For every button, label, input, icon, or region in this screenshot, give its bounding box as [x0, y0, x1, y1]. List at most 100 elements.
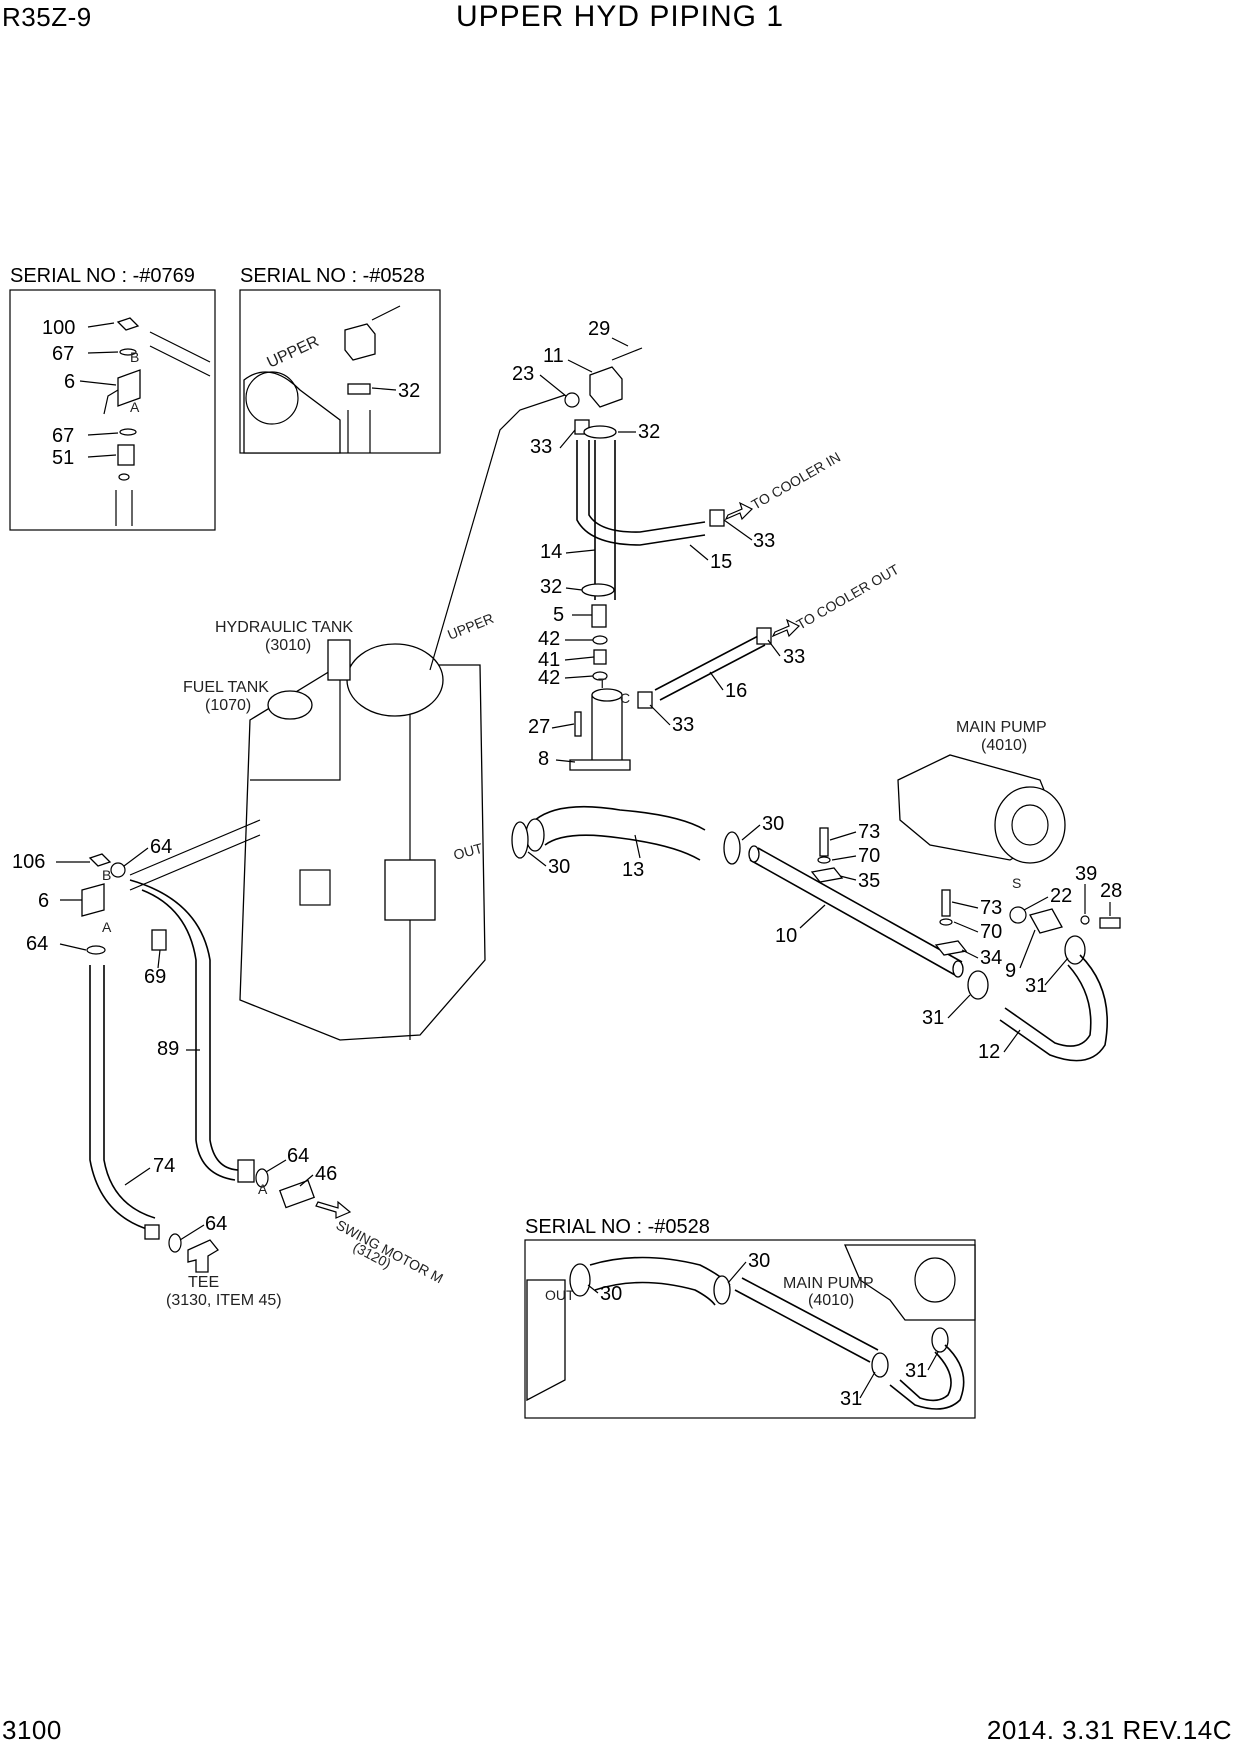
suction-pipe-10: 73 70 35 10 73 70 34	[748, 821, 1002, 1000]
port-b-label: B	[130, 349, 139, 365]
main-pump-label: MAIN PUMP	[956, 719, 1047, 736]
callout-89: 89	[157, 1038, 179, 1060]
leader-line	[371, 387, 397, 391]
callout-73: 73	[858, 821, 880, 843]
block-valve	[117, 369, 141, 407]
bolt-29	[611, 347, 643, 361]
o-ring	[119, 428, 137, 436]
callout-46: 46	[315, 1163, 337, 1185]
outlet-flange	[384, 859, 436, 921]
clamp	[347, 383, 371, 395]
clamp-33	[637, 691, 653, 709]
connector-46	[278, 1179, 316, 1209]
upper-label: UPPER	[445, 610, 496, 643]
main-pump-inset	[844, 1244, 976, 1321]
callout-23: 23	[512, 363, 534, 385]
to-cooler-in-label: TO COOLER IN	[749, 449, 844, 513]
callout-67: 67	[52, 343, 74, 365]
hose-74	[89, 965, 156, 1231]
inset3-frame	[524, 1239, 976, 1419]
o-ring-23	[564, 392, 580, 408]
fitting-69	[151, 929, 167, 951]
port-a-label: A	[130, 399, 140, 415]
clamp-32	[583, 425, 617, 439]
callout-30: 30	[548, 856, 570, 878]
clamp-33	[756, 627, 772, 645]
inset1-frame	[9, 289, 216, 531]
bolt-28	[1099, 917, 1121, 929]
main-pump-area: MAIN PUMP (4010) S 22 39 28 9 31 31 12	[897, 719, 1122, 1063]
adapter-5	[591, 604, 607, 628]
callout-100: 100	[42, 317, 75, 339]
callout-22: 22	[1050, 885, 1072, 907]
callout-27: 27	[528, 716, 550, 738]
page-title: UPPER HYD PIPING 1	[455, 0, 785, 33]
filter-bracket	[569, 759, 631, 771]
clamp-31	[1064, 935, 1086, 965]
leader-lines	[539, 337, 753, 561]
callout-70: 70	[980, 921, 1002, 943]
callout-30: 30	[748, 1250, 770, 1272]
hydraulic-tank-label: HYDRAULIC TANK	[215, 619, 353, 636]
clamp-30	[723, 831, 741, 865]
fuel-tank-label: FUEL TANK	[183, 679, 269, 696]
clamp-30	[511, 821, 529, 859]
callout-32: 32	[638, 421, 660, 443]
to-cooler-out-label: TO COOLER OUT	[794, 561, 903, 633]
main-pump-ref: (4010)	[981, 737, 1027, 754]
bracket-35	[810, 867, 844, 883]
inset2-label: SERIAL NO : -#0528	[240, 265, 425, 287]
o-ring-64	[110, 862, 126, 878]
bolt	[371, 305, 401, 321]
port-t-label: T	[598, 675, 607, 691]
callout-41: 41	[538, 649, 560, 671]
callout-64: 64	[287, 1145, 309, 1167]
callout-31: 31	[905, 1360, 927, 1382]
bolt-27	[574, 711, 582, 737]
callout-13: 13	[622, 859, 644, 881]
hose-end	[525, 818, 545, 852]
callout-33: 33	[753, 530, 775, 552]
callout-31: 31	[1025, 975, 1047, 997]
o-ring-small	[118, 473, 130, 481]
callout-30: 30	[762, 813, 784, 835]
pipe-to-tank	[129, 819, 261, 891]
port-b-label: B	[102, 867, 111, 883]
leader-lines	[587, 1261, 939, 1399]
clamp-30	[713, 1275, 731, 1305]
tank-edge	[250, 665, 341, 781]
tee-fitting	[187, 1239, 219, 1273]
clamp-31	[871, 1352, 889, 1378]
hose-segment	[115, 490, 133, 526]
model-number: R35Z-9	[2, 2, 92, 32]
inset-serial-0528-top: SERIAL NO : -#0528 UPPER 32	[239, 265, 441, 454]
hose-89	[129, 879, 241, 1181]
upper-leader	[429, 394, 566, 671]
bolt-73	[941, 889, 951, 917]
callout-106: 106	[12, 851, 45, 873]
callout-70: 70	[858, 845, 880, 867]
clamp-30	[569, 1263, 591, 1297]
callout-42: 42	[538, 628, 560, 650]
inset-serial-0769: SERIAL NO : -#0769 100 67 6 67 51 B A	[9, 265, 216, 531]
pipe-end	[952, 960, 964, 978]
leader-lines	[56, 847, 314, 1241]
callout-12: 12	[978, 1041, 1000, 1063]
tank-filler-cap	[346, 643, 444, 717]
breather	[327, 639, 351, 681]
o-ring-64	[168, 1233, 182, 1253]
out-label-inset: OUT	[545, 1287, 575, 1303]
port-s-label: S	[1012, 875, 1021, 891]
callout-39: 39	[1075, 863, 1097, 885]
washer-39	[1080, 915, 1090, 925]
callout-5: 5	[553, 604, 564, 626]
return-filter-stack: TO COOLER OUT C T 32 5 42 41 42 33 16 27…	[528, 561, 903, 771]
o-ring-22	[1009, 906, 1027, 924]
filter-body-8	[591, 694, 623, 766]
upper-return-piping: TO COOLER IN 29 11 23 33 32 33 14 15	[512, 318, 843, 600]
elbow-fitting-11	[589, 366, 623, 408]
out-label: OUT	[452, 840, 485, 863]
tank-side	[526, 1279, 566, 1402]
callout-42: 42	[538, 667, 560, 689]
callout-51: 51	[52, 447, 74, 469]
